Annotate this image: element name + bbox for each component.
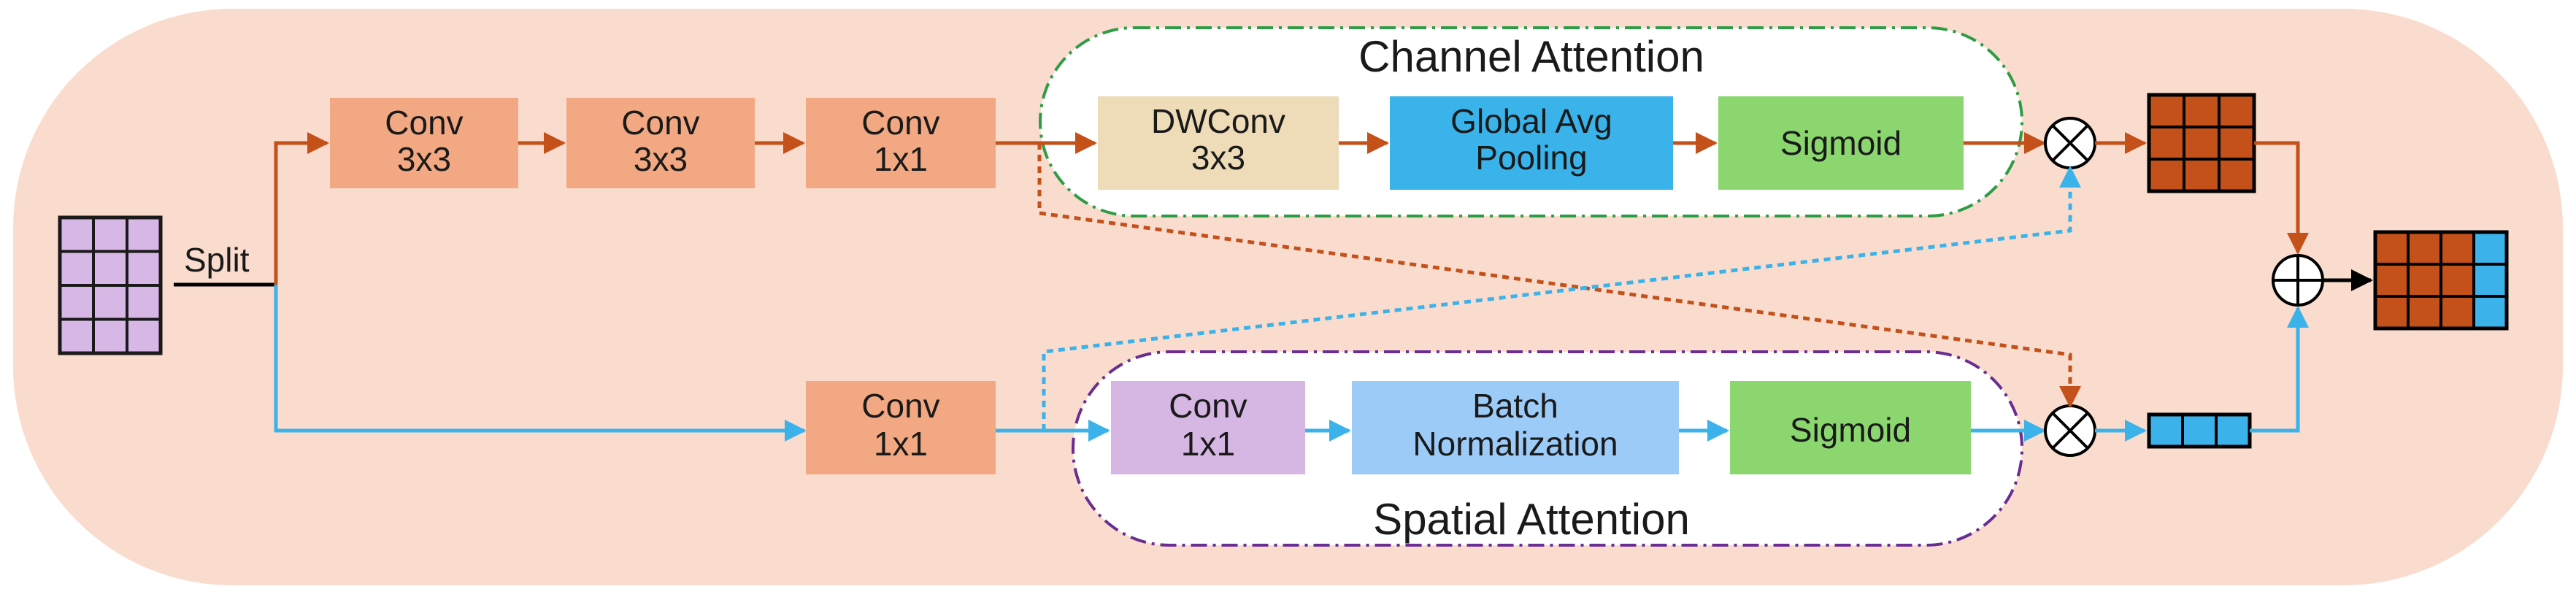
global-avg-pooling-box: Global Avg Pooling xyxy=(1390,96,1673,190)
svg-text:Sigmoid: Sigmoid xyxy=(1780,124,1902,162)
svg-text:1x1: 1x1 xyxy=(874,425,928,463)
channel-sigmoid-box: Sigmoid xyxy=(1718,96,1964,190)
input-feature-grid xyxy=(58,215,163,355)
svg-text:3x3: 3x3 xyxy=(1191,139,1245,177)
arrow-channel-output-to-add xyxy=(2254,141,2309,255)
svg-text:3x3: 3x3 xyxy=(634,140,688,178)
cross-connection-channel-to-spatial-multiply xyxy=(1037,143,2081,408)
spatial-sigmoid-box: Sigmoid xyxy=(1730,381,1971,474)
svg-text:3x3: 3x3 xyxy=(397,140,451,178)
final-output-grid xyxy=(2373,230,2509,331)
svg-text:Conv: Conv xyxy=(861,387,939,425)
conv-3x3-box-1: Conv 3x3 xyxy=(330,98,518,188)
svg-text:DWConv: DWConv xyxy=(1151,102,1285,140)
channel-attention-title: Channel Attention xyxy=(1358,32,1704,81)
multiply-icon xyxy=(2044,404,2096,457)
spatial-attention-title: Spatial Attention xyxy=(1373,495,1690,544)
channel-output-grid xyxy=(2147,93,2256,193)
spatial-branch-connector xyxy=(274,285,807,442)
svg-text:Sigmoid: Sigmoid xyxy=(1790,411,1911,449)
svg-text:Normalization: Normalization xyxy=(1412,425,1618,463)
batch-normalization-box: Batch Normalization xyxy=(1352,381,1679,474)
svg-text:Pooling: Pooling xyxy=(1475,139,1587,177)
conv-1x1-box-pre-spatial: Conv 1x1 xyxy=(806,381,996,474)
channel-branch-connector xyxy=(274,132,329,285)
conv-1x1-box-channel: Conv 1x1 xyxy=(806,98,996,188)
add-icon xyxy=(2272,254,2324,307)
arrow-spatial-output-to-add xyxy=(2250,306,2309,433)
conv-3x3-box-2: Conv 3x3 xyxy=(566,98,755,188)
spatial-output-vector xyxy=(2147,412,2252,449)
svg-text:Batch: Batch xyxy=(1472,387,1558,425)
svg-text:Conv: Conv xyxy=(1169,387,1247,425)
svg-text:1x1: 1x1 xyxy=(874,140,928,178)
cross-connection-spatial-to-channel-multiply xyxy=(1042,166,2081,431)
svg-text:Conv: Conv xyxy=(861,104,939,142)
dwconv-box: DWConv 3x3 xyxy=(1098,96,1339,190)
split-label: Split xyxy=(184,241,250,279)
multiply-icon xyxy=(2044,117,2096,169)
svg-text:Global Avg: Global Avg xyxy=(1450,102,1612,140)
svg-text:1x1: 1x1 xyxy=(1181,425,1235,463)
svg-text:Conv: Conv xyxy=(385,104,463,142)
spatial-conv-1x1-box: Conv 1x1 xyxy=(1111,381,1305,474)
svg-text:Conv: Conv xyxy=(621,104,699,142)
